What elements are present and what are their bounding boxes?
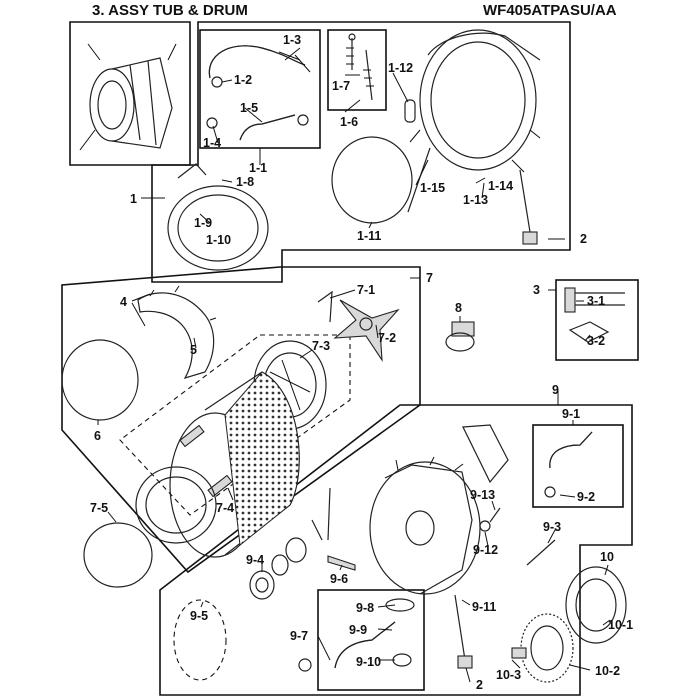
label-10-1: 10-1 [608,618,633,632]
heater-3-drawing [564,287,625,343]
diagram-title: 3. ASSY TUB & DRUM [92,2,248,19]
motor-10-drawing [511,566,627,683]
front-tub-cover-1-8-drawing [167,163,269,271]
label-3-1: 3-1 [587,294,605,308]
drum-front-inner-drawing [145,476,207,534]
label-9-5: 9-5 [190,609,208,623]
label-3: 3 [533,283,540,297]
label-7: 7 [426,271,433,285]
tub-front-drawing [404,29,541,173]
label-1: 1 [130,192,137,206]
gasket-ring-1-11-drawing [331,136,413,224]
ring-6-drawing [61,339,139,421]
hose-9-7-box [317,589,425,691]
label-2-bottom: 2 [476,678,483,692]
spring-1-6-drawing [346,33,374,101]
complete-tub-assembly-drawing [79,43,177,151]
label-7-5: 7-5 [90,501,108,515]
callout-labels: 1-3 1-2 1-5 1-4 1-1 1-7 1-6 1-12 1-15 1-… [90,33,633,692]
part-8-drawing [445,321,475,352]
pin-9-13-drawing [327,487,331,541]
tub-cover-drawing [462,424,509,484]
drum-body-drawing [169,371,300,558]
label-7-4: 7-4 [216,501,234,515]
hose-1-5-drawing [206,114,309,141]
label-6: 6 [94,429,101,443]
label-8: 8 [455,301,462,315]
label-10: 10 [600,550,614,564]
label-1-2: 1-2 [234,73,252,87]
drum-front-ring-drawing [135,466,217,544]
label-9-12: 9-12 [473,543,498,557]
label-9-1: 9-1 [562,407,580,421]
ring-9-5-drawing [173,599,227,681]
label-1-14: 1-14 [488,179,513,193]
label-10-3: 10-3 [496,668,521,682]
label-9-4: 9-4 [246,553,264,567]
label-9-6: 9-6 [330,572,348,586]
label-4: 4 [120,295,127,309]
label-9-7: 9-7 [290,629,308,643]
label-9-2: 9-2 [577,490,595,504]
label-1-11: 1-11 [357,229,381,243]
leader-lines [97,51,611,683]
heater-subassy-box [555,279,639,361]
washer-9-12-drawing [479,520,491,532]
label-2-top: 2 [580,232,587,246]
tub-front-assy-box [151,21,571,283]
label-1-9: 1-9 [194,216,212,230]
label-1-12: 1-12 [388,61,413,75]
label-9-8: 9-8 [356,601,374,615]
hose-9-1-drawing [544,431,593,498]
part-9-3-drawing [526,539,556,566]
hose-9-1-box [532,424,624,508]
bracket-9-6-drawing [327,555,356,571]
hose-1-3-drawing [208,45,311,88]
bolt-9-13-drawing [489,507,501,523]
label-1-10: 1-10 [206,233,231,247]
label-1-3: 1-3 [283,33,301,47]
label-3-2: 3-2 [587,334,605,348]
model-number: WF405ATPASU/AA [483,2,617,19]
label-9: 9 [552,383,559,397]
label-9-3: 9-3 [543,520,561,534]
ring-7-5-drawing [83,522,153,588]
damper-9-11-drawing [454,594,466,661]
label-5: 5 [190,343,197,357]
bolt-9-drawing [311,519,323,541]
label-1-6: 1-6 [340,115,358,129]
bearing-9-4-drawing [249,537,307,600]
label-10-2: 10-2 [595,664,620,678]
flange-7-2-drawing [317,290,400,363]
label-9-10: 9-10 [356,655,381,669]
label-9-9: 9-9 [349,623,367,637]
damper-pin-bottom-drawing [457,655,473,669]
shock-1-15-drawing [407,147,431,213]
label-1-8: 1-8 [236,175,254,189]
label-9-11: 9-11 [472,600,496,614]
label-7-1: 7-1 [357,283,375,297]
drum-assy-box [61,266,421,574]
label-1-15: 1-15 [420,181,445,195]
damper-pin-top-drawing [522,231,538,245]
label-1-1: 1-1 [249,161,267,175]
label-1-7: 1-7 [332,79,350,93]
label-1-5: 1-5 [240,101,258,115]
hose-9-7-drawing [298,598,415,672]
label-7-3: 7-3 [312,339,330,353]
label-9-13: 9-13 [470,488,495,502]
balancer-4-drawing [137,285,217,379]
damper-2-top-drawing [519,169,531,233]
label-7-2: 7-2 [378,331,396,345]
tub-rear-drawing [369,456,481,595]
label-1-4: 1-4 [203,136,221,150]
spring-subassy-box [327,29,387,111]
label-1-13: 1-13 [463,193,488,207]
